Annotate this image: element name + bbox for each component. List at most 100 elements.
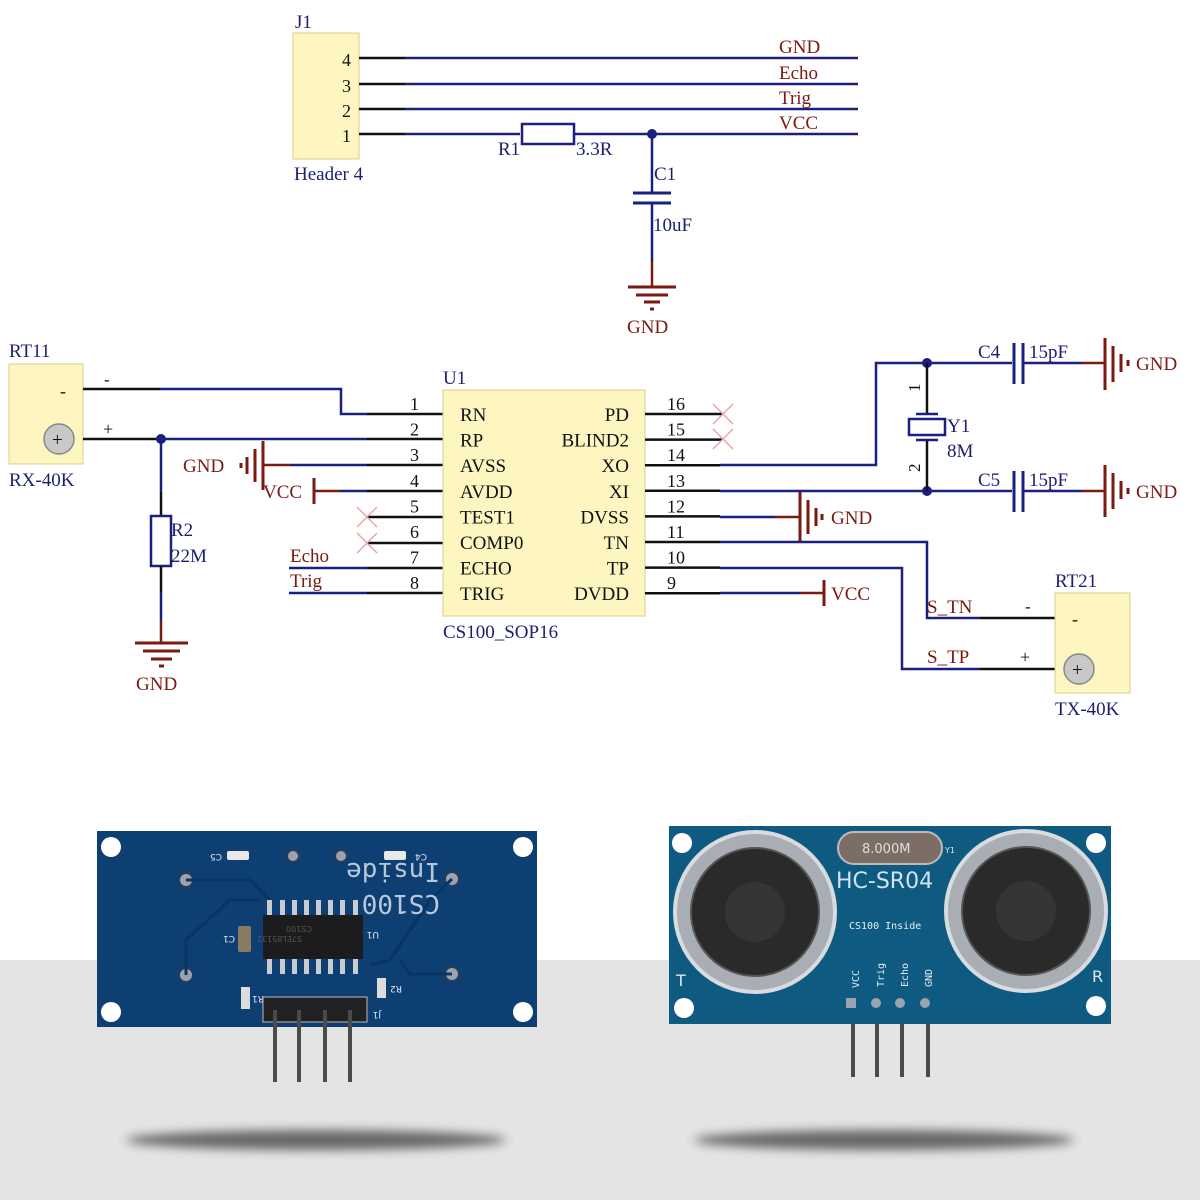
ground-icon — [239, 441, 265, 490]
u1-pin-number: 2 — [410, 420, 419, 440]
subtitle-label: CS100 Inside — [849, 921, 921, 932]
shadow — [126, 1130, 506, 1150]
r2-value: 22M — [171, 546, 207, 567]
rt21-plus-inner: + — [1072, 660, 1083, 681]
u1-pin-name: XO — [602, 456, 629, 477]
silk-r1: R1 — [252, 993, 264, 1003]
c1-value: 10uF — [653, 215, 692, 236]
u1-pin-name: TN — [604, 533, 630, 554]
rt11-body — [8, 363, 84, 465]
r1-ref: R1 — [498, 139, 520, 160]
j1-pin-3: 3 — [342, 76, 351, 96]
j1-pin-2: 2 — [342, 101, 351, 121]
u1-pin-name: BLIND2 — [561, 431, 629, 452]
u1-pin-name: AVSS — [460, 456, 506, 477]
u1-pin-number: 7 — [410, 548, 419, 568]
silk-c5: C5 — [210, 851, 222, 861]
model-label: HC-SR04 — [836, 869, 933, 894]
c5-gnd-label: GND — [1136, 482, 1177, 503]
crystal-can — [837, 831, 943, 865]
trig-net-label: Trig — [290, 571, 323, 592]
c5-ref: C5 — [978, 470, 1000, 491]
u1-pin-number: 3 — [410, 445, 419, 465]
u1-pin-number: 4 — [410, 471, 419, 491]
ground-icon — [798, 492, 824, 542]
u1-pin-number: 9 — [667, 573, 676, 593]
silk-j1: J1 — [373, 1009, 382, 1019]
dvss-gnd-label: GND — [831, 508, 872, 529]
pin-label-echo: Echo — [900, 963, 911, 987]
resistor-r1: R1 3.3R — [498, 122, 613, 160]
chip-text-1: CS100 — [286, 924, 312, 933]
u1-pin-number: 14 — [667, 445, 685, 465]
s-tn-label: S_TN — [927, 597, 973, 618]
left-power: GND VCC Echo Trig — [183, 441, 443, 595]
transducer-rt11: RT11 - + RX-40K - + — [8, 341, 113, 491]
y1-ref: Y1 — [947, 416, 970, 437]
no-connect-icon — [712, 403, 734, 450]
transducer-rt21: RT21 - + TX-40K - + — [1020, 571, 1131, 720]
rt21-plus-pin: + — [1020, 647, 1030, 667]
r-label: R — [1092, 967, 1103, 986]
j1-pin-1: 1 — [342, 126, 351, 146]
c4-value: 15pF — [1029, 342, 1068, 363]
rt11-plus-inner: + — [52, 430, 63, 451]
mounting-holes — [101, 837, 533, 1022]
header-pins — [273, 1010, 352, 1082]
crystal-y1: 1 2 Y1 8M — [905, 358, 974, 496]
u1-pin-number: 16 — [667, 394, 685, 414]
s-tp-label: S_TP — [927, 647, 969, 668]
y1-value: 8M — [947, 441, 974, 462]
rt11-wires — [83, 387, 443, 444]
transducer-t — [673, 830, 837, 994]
rt21-ref: RT21 — [1055, 571, 1097, 592]
crystal-ref: Y1 — [944, 846, 955, 855]
ground-icon — [135, 641, 188, 668]
rt11-plus-terminal — [43, 423, 75, 455]
u1-pin-name: TRIG — [460, 584, 505, 605]
dvdd-vcc-label: VCC — [831, 584, 870, 605]
u1-pin-name: RN — [460, 405, 487, 426]
u1-pin-name: XI — [609, 482, 629, 503]
u1-pin-number: 15 — [667, 420, 685, 440]
rt21-name: TX-40K — [1055, 699, 1120, 720]
u1-name: CS100_SOP16 — [443, 622, 558, 643]
j1-name: Header 4 — [294, 164, 364, 185]
ic-u1: U1 CS100_SOP16 1RN2RP3AVSS4AVDD5TEST16CO… — [410, 368, 722, 643]
silk-u1: U1 — [367, 929, 379, 939]
rt21-minus-pin: - — [1025, 597, 1031, 616]
right-nets: GND S_TN S_TP VCC — [712, 361, 1055, 671]
u1-pin-name: RP — [460, 431, 483, 452]
u1-pin-name: TEST1 — [460, 507, 515, 528]
pin-label-trig: Trig — [876, 963, 887, 987]
u1-pin-number: 10 — [667, 548, 685, 568]
c4-gnd-label: GND — [1136, 354, 1177, 375]
u1-pin-name: DVSS — [580, 507, 629, 528]
rt11-minus-pin: - — [104, 370, 110, 389]
u1-pin-name: TP — [607, 559, 629, 580]
net-gnd-label: GND — [779, 37, 820, 58]
ground-icon — [628, 285, 676, 311]
rt11-plus-pin: + — [103, 419, 113, 439]
y1-pin1: 1 — [905, 384, 924, 393]
board-front-photo: 8.000M Y1 HC-SR04 CS100 Inside T R VCC T… — [669, 826, 1111, 1150]
pin-label-gnd: GND — [924, 969, 935, 987]
transducer-r — [944, 829, 1108, 993]
u1-pin-number: 13 — [667, 471, 685, 491]
y1-pin2: 2 — [905, 464, 924, 473]
capacitor-c4: C4 15pF GND — [978, 338, 1177, 390]
u1-pin-name: ECHO — [460, 559, 512, 580]
chip-text-2: S7EL85132 — [257, 934, 302, 943]
c1-gnd-label: GND — [627, 317, 668, 338]
echo-net-label: Echo — [290, 546, 329, 567]
silk-c4: C4 — [415, 851, 427, 861]
u1-pin-name: COMP0 — [460, 533, 523, 554]
ground-icon — [1103, 338, 1130, 390]
c1-ref: C1 — [654, 164, 676, 185]
t-label: T — [675, 971, 686, 990]
header-pins — [851, 1024, 930, 1077]
c4-ref: C4 — [978, 342, 1001, 363]
board-back-photo: C5 C4 CS100 S7EL85132 C1 U1 R1 R2 J1 — [97, 831, 537, 1150]
